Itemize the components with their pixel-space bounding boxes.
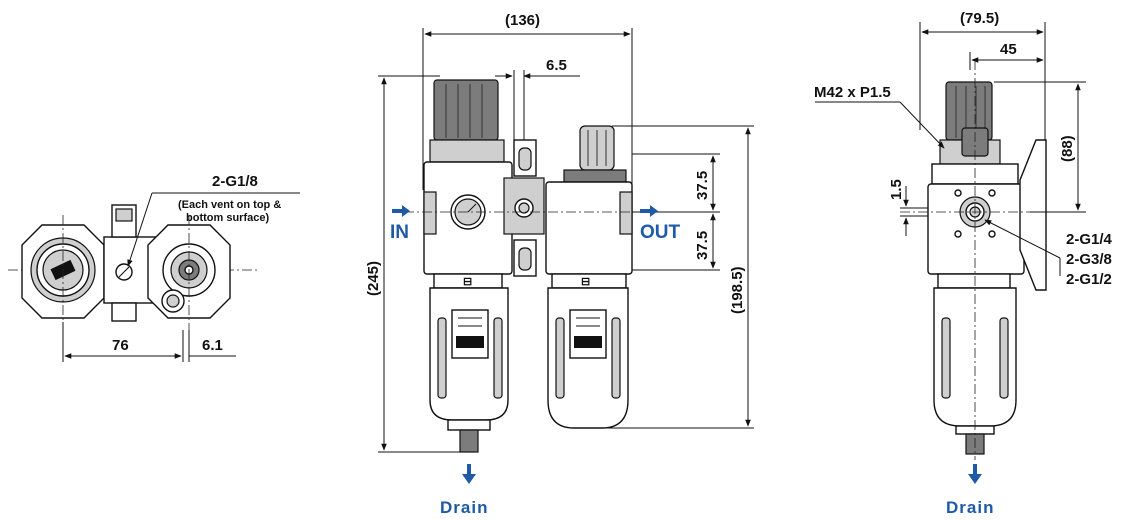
dim-gap: 6.5 <box>546 57 567 74</box>
outlet-label: OUT <box>640 222 681 243</box>
dim-offset-6-1: 6.1 <box>202 337 223 354</box>
vent-port-label: 2-G1/8 <box>212 173 258 190</box>
dim-lower: 37.5 <box>694 231 711 260</box>
port-size-1: 2-G1/4 <box>1066 231 1113 248</box>
dim-total-height: (245) <box>365 261 382 296</box>
outlet-arrow-icon <box>650 205 658 217</box>
vent-note-line1: (Each vent on top & <box>178 199 281 211</box>
dim-upper: 37.5 <box>694 171 711 200</box>
dim-lubricator-height: (198.5) <box>729 266 746 314</box>
inlet-label: IN <box>390 222 409 243</box>
port-size-2: 2-G3/8 <box>1066 251 1112 268</box>
side-view: (79.5) 45 M42 x P1. <box>814 10 1113 517</box>
top-view: 2-G1/8 (Each vent on top & bottom surfac… <box>8 173 300 362</box>
svg-text:⊟: ⊟ <box>463 276 472 288</box>
front-view: (136) 6.5 (245) ⊟ <box>365 12 754 517</box>
side-dim-small: 1.5 <box>888 179 905 200</box>
dim-width-76: 76 <box>112 337 129 354</box>
side-dim-height: (88) <box>1059 135 1076 162</box>
port-size-3: 2-G1/2 <box>1066 271 1112 288</box>
thread-label: M42 x P1.5 <box>814 84 891 101</box>
svg-text:⊟: ⊟ <box>581 276 590 288</box>
drain-arrow-icon <box>462 474 476 484</box>
front-drain-label: Drain <box>440 498 488 517</box>
side-dim-offset: 45 <box>1000 41 1017 58</box>
side-drain-label: Drain <box>946 498 994 517</box>
vent-note-line2: bottom surface) <box>186 212 269 224</box>
inlet-arrow-icon <box>402 205 410 217</box>
side-dim-total-width: (79.5) <box>960 10 999 27</box>
side-drain-arrow-icon <box>968 474 982 484</box>
dim-total-width: (136) <box>505 12 540 29</box>
